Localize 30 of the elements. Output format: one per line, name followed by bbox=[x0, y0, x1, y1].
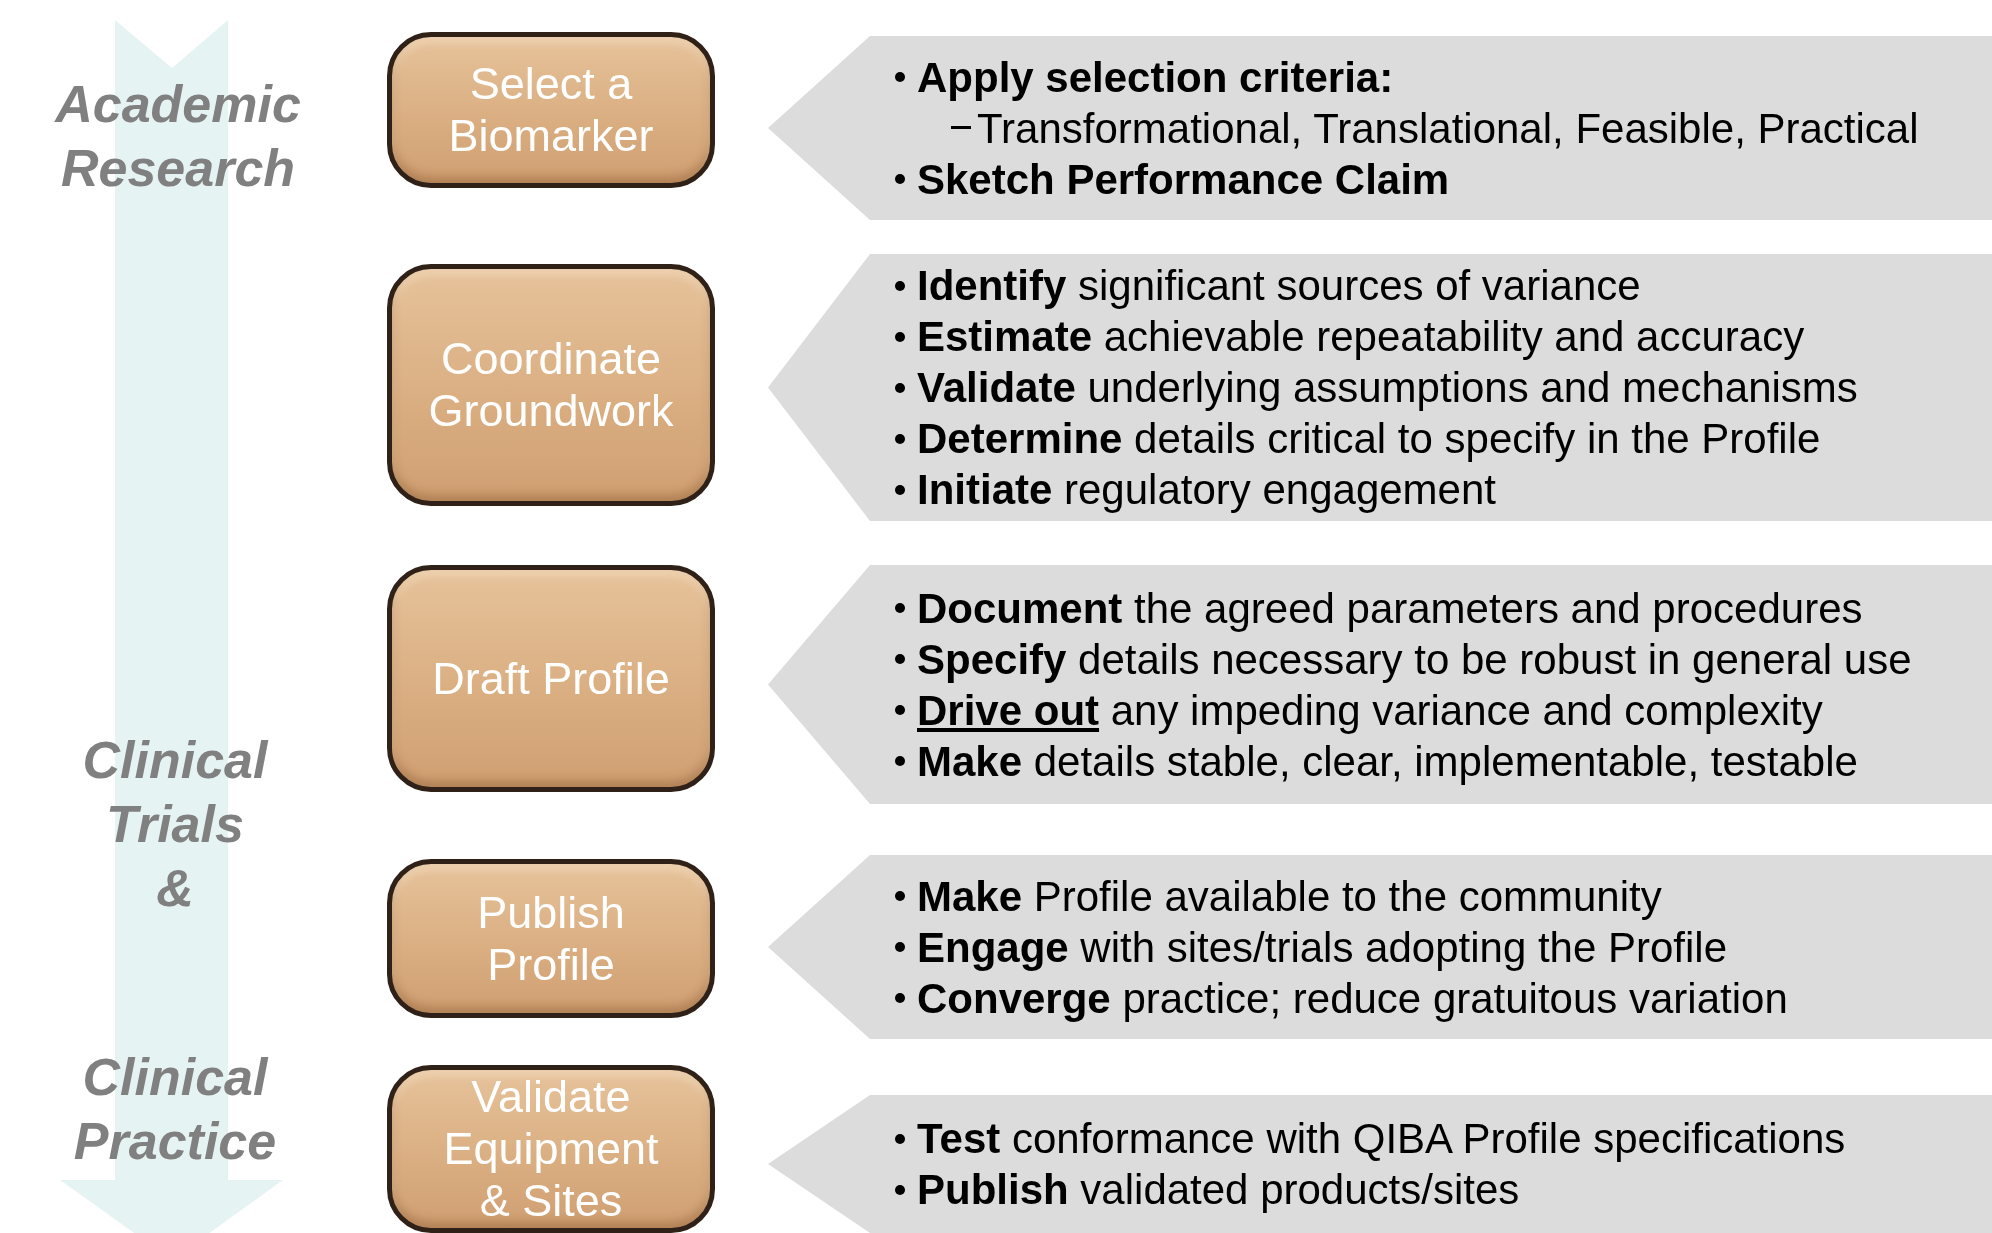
bullet-text: Sketch Performance Claim bbox=[917, 154, 1450, 205]
step-label: Validate Equipment & Sites bbox=[442, 1071, 660, 1227]
bullet-text: Transformational, Translational, Feasible, Practical bbox=[977, 103, 1919, 154]
step-box bbox=[387, 32, 715, 188]
bullet-text: Determine details critical to specify in the Profile bbox=[917, 414, 1821, 464]
bullet-text: Drive out any impeding variance and complexity bbox=[917, 685, 1823, 736]
bullet-text: Engage with sites/trials adopting the Profile bbox=[917, 922, 1728, 973]
bullet-text: Apply selection criteria: bbox=[917, 52, 1394, 103]
bullet-text: Converge practice; reduce gratuitous variation bbox=[917, 973, 1788, 1024]
bullet-text: Specify details necessary to be robust in general use bbox=[917, 634, 1912, 685]
phase-label: Clinical Trials & bbox=[82, 730, 268, 919]
bullet-text: Initiate regulatory engagement bbox=[917, 465, 1496, 515]
bullet-text: Publish validated products/sites bbox=[917, 1165, 1520, 1215]
step-label: Publish Profile bbox=[476, 886, 626, 991]
bullet-text: Test conformance with QIBA Profile specifications bbox=[917, 1114, 1846, 1164]
step-box bbox=[387, 1065, 715, 1233]
step-label: Coordinate Groundwork bbox=[427, 333, 675, 437]
step-box bbox=[387, 264, 715, 506]
phase-label: Academic Research bbox=[55, 74, 301, 199]
phase-label: Clinical Practice bbox=[73, 1047, 277, 1172]
bullet-text: Make details stable, clear, implementable, testable bbox=[917, 736, 1858, 787]
step-box bbox=[387, 565, 715, 792]
bullet-text: Estimate achievable repeatability and accuracy bbox=[917, 312, 1805, 362]
bullet-text: Document the agreed parameters and procedures bbox=[917, 583, 1863, 634]
bullet-text: Identify significant sources of variance bbox=[917, 261, 1641, 311]
step-label: Draft Profile bbox=[431, 652, 671, 705]
bullet-text: Validate underlying assumptions and mechanisms bbox=[917, 363, 1858, 413]
bullet-text: Make Profile available to the community bbox=[917, 871, 1662, 922]
step-box bbox=[387, 859, 715, 1018]
step-label: Select a Biomarker bbox=[447, 58, 655, 162]
